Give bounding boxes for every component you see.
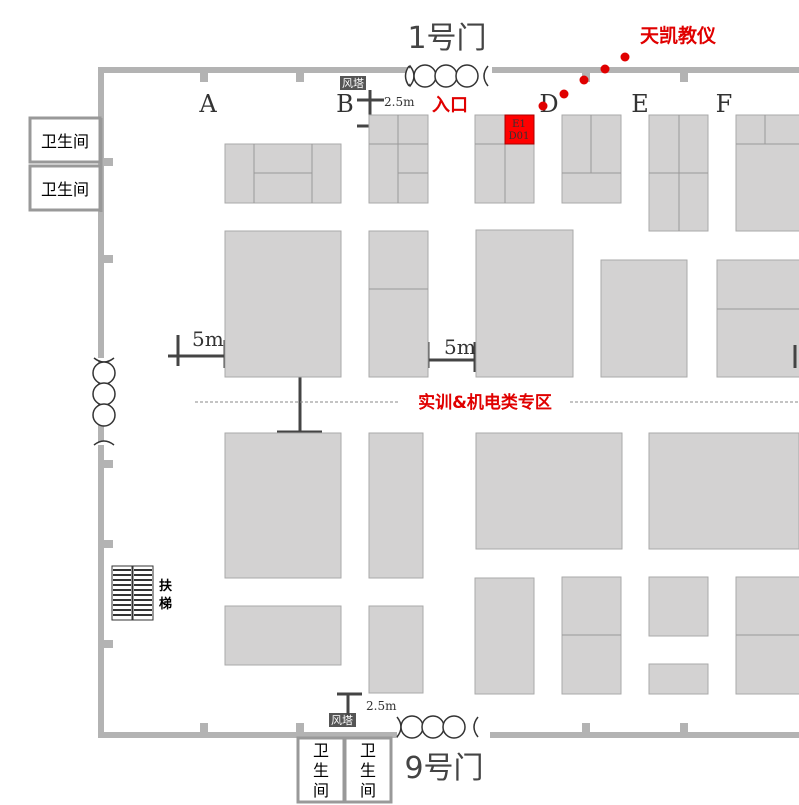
booth-de-mid	[600, 259, 688, 378]
restroom-bottom-a-char2: 生	[313, 761, 329, 780]
booth-b-top	[368, 114, 429, 204]
booth-e-bottom-b	[648, 663, 709, 695]
gate-9-door-icon	[396, 715, 479, 739]
distance-mid-label: 5m	[444, 335, 476, 359]
booth-de-top	[561, 114, 622, 204]
exhibitor-booth-highlight: E1 D01	[504, 114, 535, 145]
vent-tower-top: 风塔	[340, 76, 366, 90]
exhibitor-name-label: 天凯教仪	[640, 24, 717, 47]
exhibitor-booth-line1: E1	[512, 119, 526, 130]
booth-d-lower	[475, 432, 623, 550]
distance-bottom-label: 2.5m	[366, 699, 397, 713]
booth-b-lower	[368, 432, 424, 579]
distance-left-label: 5m	[192, 327, 224, 351]
booth-a-mid	[224, 230, 342, 378]
vent-tower-bottom: 风塔	[329, 713, 356, 727]
entrance-label: 入口	[432, 95, 468, 116]
row-label-d: D	[539, 90, 558, 118]
gate-1-label: 1号门	[407, 21, 486, 56]
booth-f-bottom	[735, 576, 799, 695]
booth-d-bottom	[474, 577, 535, 695]
booth-a-bottom	[224, 605, 342, 666]
restroom-bottom-a-char3: 间	[313, 781, 329, 800]
route-dots	[538, 52, 630, 111]
restroom-bottom-a: 卫 生 间	[296, 736, 346, 804]
booth-f-mid	[716, 259, 799, 378]
exhibitor-booth-line2: D01	[509, 131, 530, 142]
zone-label: 实训&机电类专区	[418, 392, 552, 413]
restroom-top: 卫生间	[28, 116, 102, 164]
vent-tower-top-label: 风塔	[342, 77, 364, 90]
booth-de-bottom	[561, 576, 622, 695]
restroom-middle: 卫生间	[28, 164, 102, 212]
gate-9-label: 9号门	[404, 751, 483, 786]
row-label-f: F	[716, 90, 733, 118]
escalator-label-char2: 梯	[159, 596, 172, 612]
booth-e-top	[648, 114, 709, 232]
restroom-top-label: 卫生间	[41, 132, 89, 151]
booth-d-mid	[475, 229, 574, 378]
restroom-bottom-a-char1: 卫	[313, 741, 329, 760]
restroom-bottom-b-char3: 间	[360, 781, 376, 800]
distance-top-label: 2.5m	[384, 95, 415, 109]
vent-tower-bottom-label: 风塔	[331, 714, 353, 727]
booth-e-bottom-a	[648, 576, 709, 637]
booth-e-lower	[648, 432, 799, 550]
booth-f-top	[735, 114, 799, 232]
booth-b-bottom	[368, 605, 424, 694]
row-label-a: A	[198, 90, 217, 118]
booth-a-top	[224, 143, 342, 204]
row-label-b: B	[336, 90, 354, 118]
booth-a-lower	[224, 432, 342, 579]
distance-marker-bottom	[337, 692, 362, 715]
row-label-e: E	[631, 90, 649, 118]
restroom-bottom-b-char1: 卫	[360, 741, 376, 760]
restroom-bottom-b-char2: 生	[360, 761, 376, 780]
booth-blocks: E1 D01	[224, 114, 799, 695]
gate-1-door-icon	[404, 64, 489, 88]
booth-b-mid	[368, 230, 429, 378]
restroom-bottom-b: 卫 生 间	[343, 736, 393, 804]
side-door-icon	[92, 357, 116, 446]
escalator-label-char1: 扶	[159, 578, 173, 594]
aisle-marker-center	[277, 374, 322, 434]
escalator-icon	[111, 565, 154, 621]
restroom-middle-label: 卫生间	[41, 180, 89, 199]
